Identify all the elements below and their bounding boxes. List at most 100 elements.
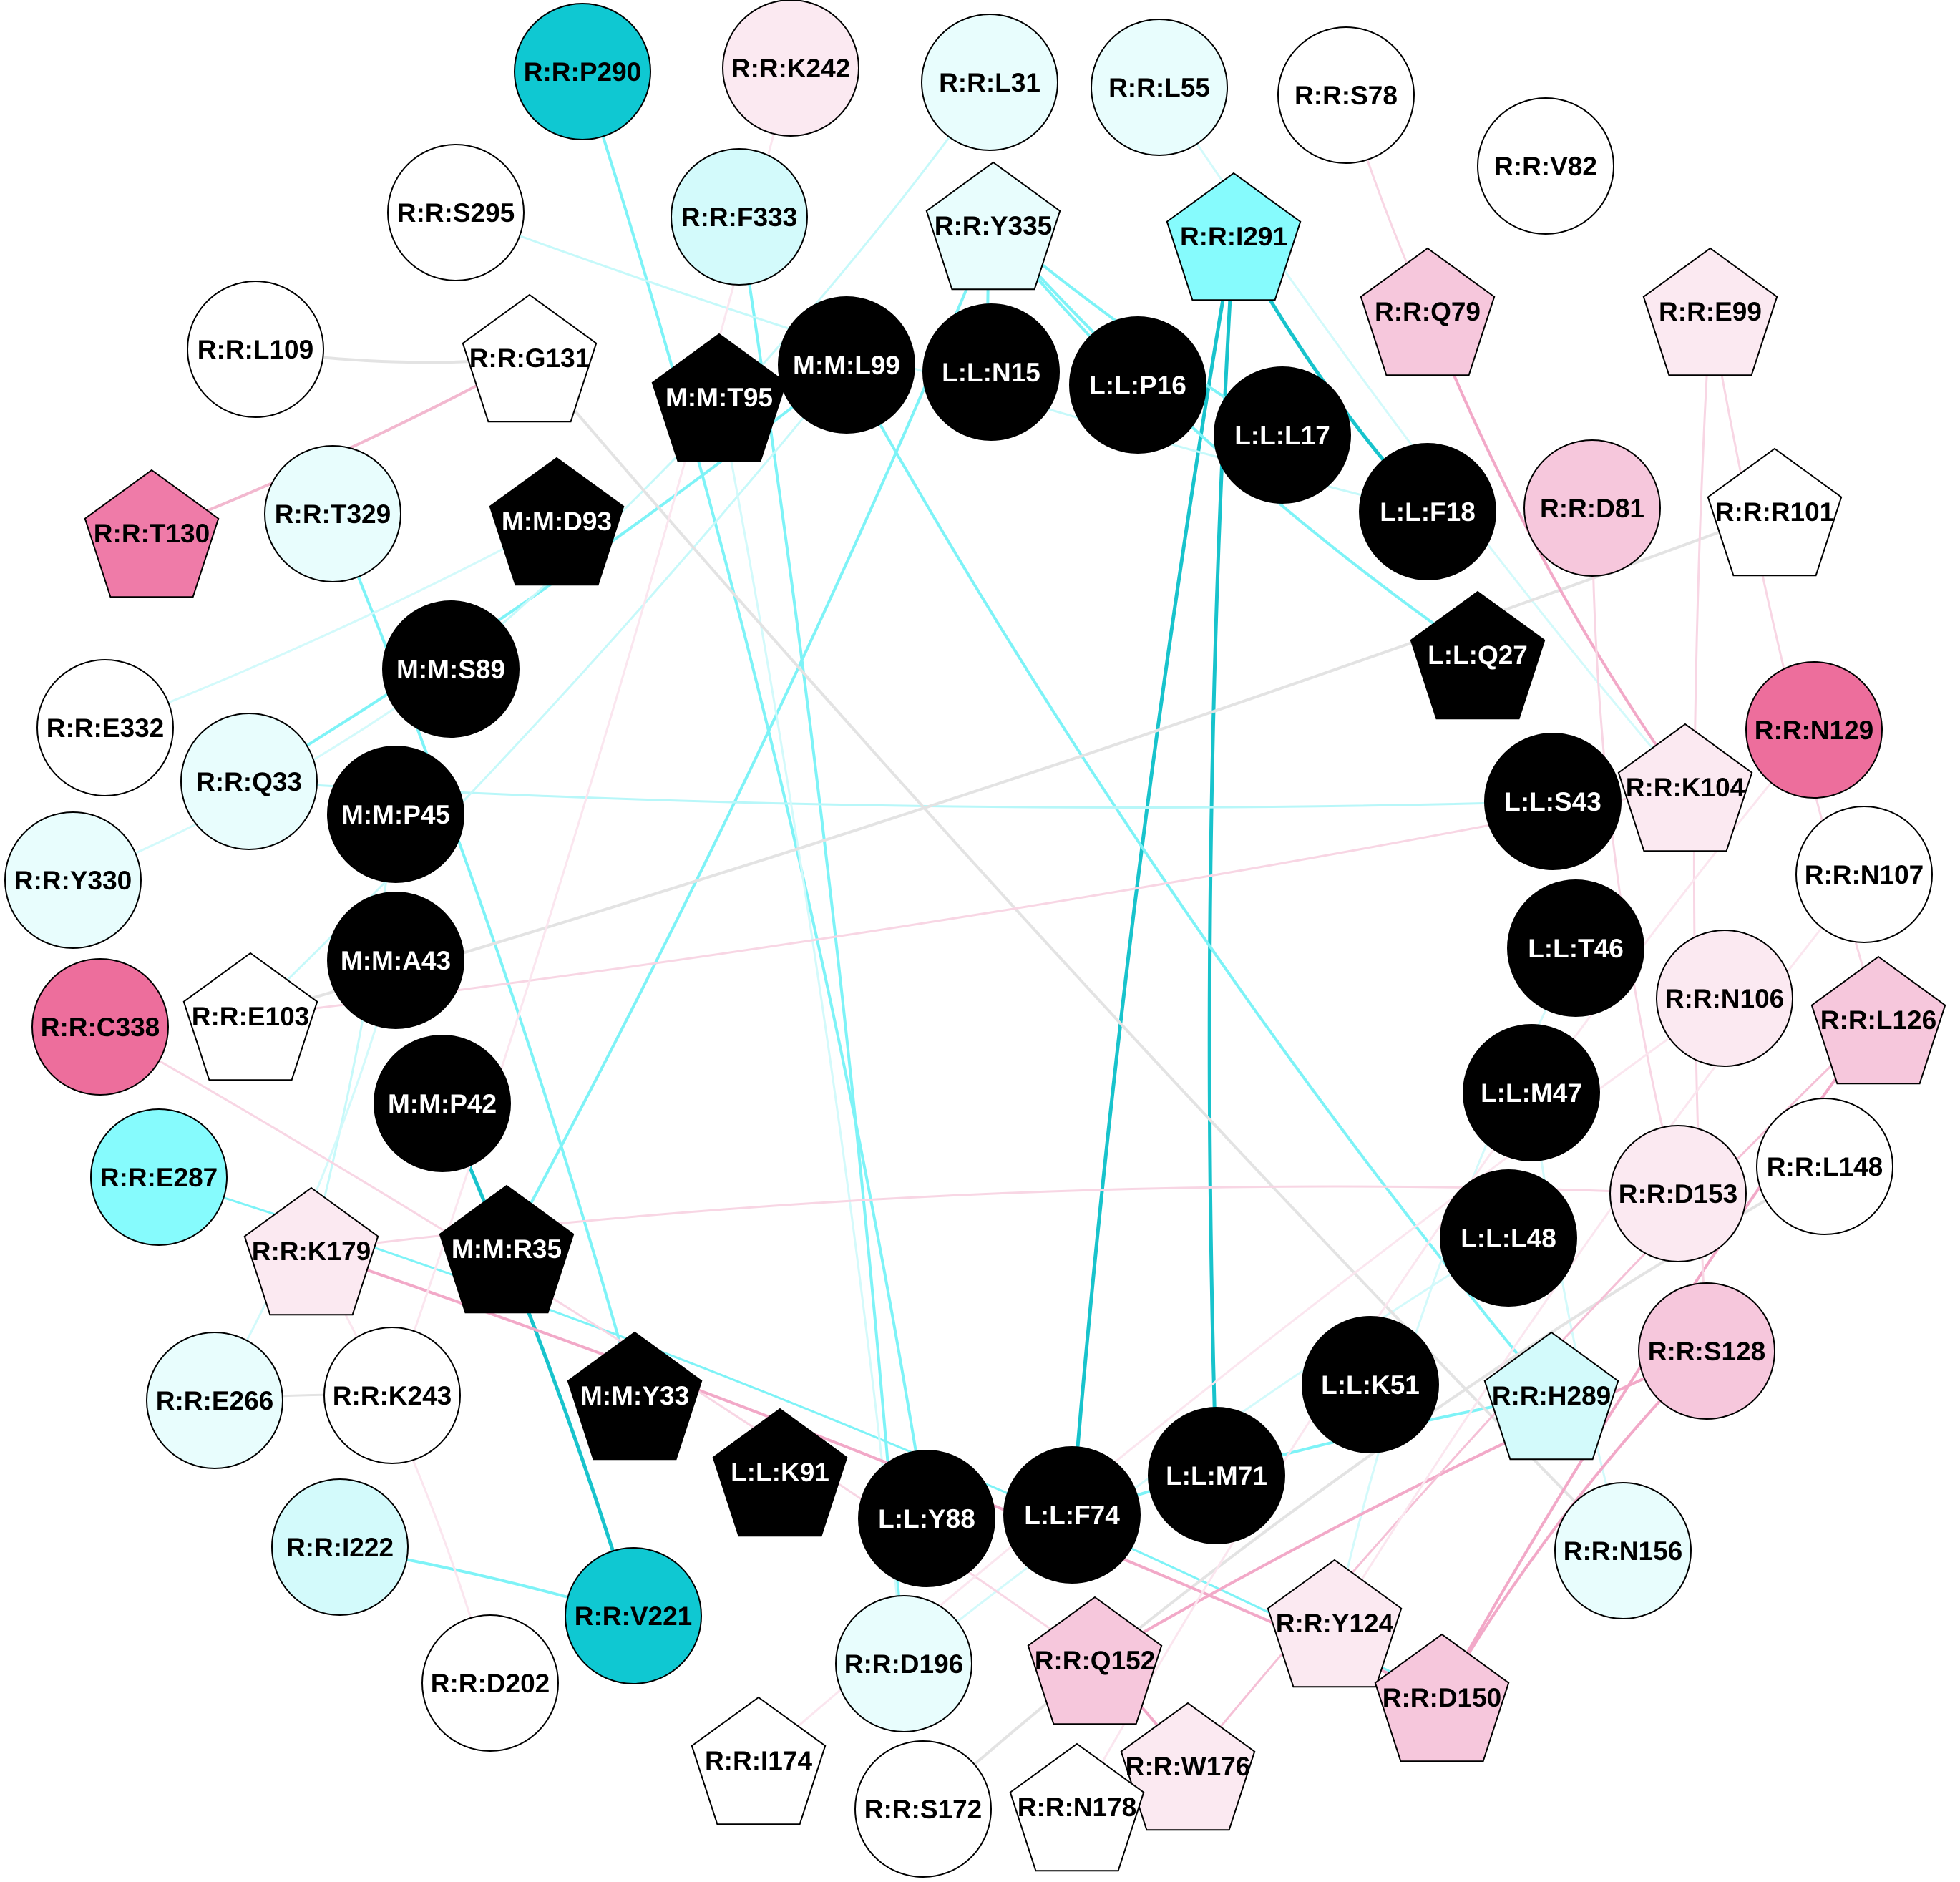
- node-r-r-i174[interactable]: R:R:I174: [691, 1696, 827, 1825]
- node-r-r-l55[interactable]: R:R:L55: [1091, 19, 1228, 156]
- node-label: R:R:T329: [275, 499, 391, 529]
- node-m-m-r35[interactable]: M:M:R35: [439, 1184, 575, 1314]
- node-l-l-m47[interactable]: L:L:M47: [1463, 1024, 1600, 1161]
- node-r-r-e99[interactable]: R:R:E99: [1642, 247, 1778, 376]
- node-r-r-c338[interactable]: R:R:C338: [31, 958, 169, 1096]
- node-label: R:R:Y124: [1276, 1609, 1394, 1638]
- node-shape-pentagon: [1374, 1633, 1510, 1762]
- node-shape-circle: [187, 281, 324, 418]
- node-r-r-v82[interactable]: R:R:V82: [1477, 97, 1614, 235]
- node-r-r-n106[interactable]: R:R:N106: [1656, 930, 1793, 1067]
- node-l-l-s43[interactable]: L:L:S43: [1484, 733, 1622, 870]
- node-shape-circle: [1359, 443, 1496, 580]
- node-m-m-y33[interactable]: M:M:Y33: [567, 1331, 703, 1461]
- node-r-r-w176[interactable]: R:R:W176: [1120, 1702, 1256, 1831]
- node-r-r-p290[interactable]: R:R:P290: [514, 3, 651, 140]
- node-shape-circle: [271, 1478, 409, 1616]
- node-label: L:L:K91: [731, 1458, 829, 1487]
- node-m-m-p42[interactable]: M:M:P42: [374, 1035, 511, 1172]
- node-l-l-f74[interactable]: L:L:F74: [1003, 1446, 1141, 1584]
- node-m-m-l99[interactable]: M:M:L99: [778, 296, 915, 434]
- node-l-l-f18[interactable]: L:L:F18: [1359, 443, 1496, 580]
- node-r-r-t329[interactable]: R:R:T329: [264, 445, 401, 582]
- node-r-r-k242[interactable]: R:R:K242: [722, 0, 859, 137]
- node-r-r-h289[interactable]: R:R:H289: [1483, 1331, 1619, 1461]
- node-l-l-t46[interactable]: L:L:T46: [1507, 879, 1644, 1017]
- node-m-m-p45[interactable]: M:M:P45: [327, 746, 464, 883]
- node-r-r-k179[interactable]: R:R:K179: [243, 1186, 379, 1316]
- node-r-r-q33[interactable]: R:R:Q33: [180, 713, 318, 850]
- node-r-r-s172[interactable]: R:R:S172: [854, 1740, 992, 1878]
- node-r-r-d150[interactable]: R:R:D150: [1374, 1633, 1510, 1762]
- node-l-l-y88[interactable]: L:L:Y88: [858, 1450, 995, 1587]
- node-r-r-y330[interactable]: R:R:Y330: [4, 811, 142, 949]
- node-l-l-p16[interactable]: L:L:P16: [1069, 316, 1206, 454]
- node-r-r-k104[interactable]: R:R:K104: [1617, 723, 1753, 852]
- node-r-r-d196[interactable]: R:R:D196: [835, 1595, 972, 1732]
- node-label: R:R:K104: [1626, 773, 1745, 802]
- edge-r-r-d81-r-r-d153: [1591, 507, 1679, 1195]
- node-shape-circle: [323, 1327, 461, 1464]
- node-m-m-t95[interactable]: M:M:T95: [651, 333, 787, 462]
- node-r-r-q152[interactable]: R:R:Q152: [1027, 1596, 1163, 1725]
- node-r-r-i222[interactable]: R:R:I222: [271, 1478, 409, 1616]
- node-r-r-l31[interactable]: R:R:L31: [921, 14, 1058, 151]
- node-r-r-e103[interactable]: R:R:E103: [182, 952, 318, 1081]
- node-r-r-l126[interactable]: R:R:L126: [1810, 955, 1946, 1085]
- node-shape-pentagon: [1027, 1596, 1163, 1725]
- node-shape-circle: [1523, 439, 1661, 577]
- edge-r-r-i291-l-l-f74: [1070, 234, 1236, 1517]
- node-r-r-q79[interactable]: R:R:Q79: [1360, 247, 1496, 376]
- node-label: R:R:P290: [524, 57, 642, 87]
- node-r-r-s128[interactable]: R:R:S128: [1638, 1282, 1775, 1420]
- node-r-r-s295[interactable]: R:R:S295: [387, 144, 525, 281]
- node-r-r-s78[interactable]: R:R:S78: [1277, 26, 1415, 164]
- node-r-r-d81[interactable]: R:R:D81: [1523, 439, 1661, 577]
- node-shape-pentagon: [1707, 447, 1843, 577]
- node-r-r-l109[interactable]: R:R:L109: [187, 281, 324, 418]
- node-r-r-r101[interactable]: R:R:R101: [1707, 447, 1843, 577]
- node-r-r-n156[interactable]: R:R:N156: [1554, 1482, 1692, 1619]
- node-m-m-d93[interactable]: M:M:D93: [489, 457, 625, 586]
- node-r-r-e332[interactable]: R:R:E332: [36, 659, 174, 796]
- node-label: R:R:Q33: [196, 767, 302, 796]
- node-r-r-e266[interactable]: R:R:E266: [146, 1332, 283, 1469]
- node-l-l-m71[interactable]: L:L:M71: [1148, 1407, 1285, 1544]
- node-r-r-g131[interactable]: R:R:G131: [462, 293, 598, 423]
- node-r-r-f333[interactable]: R:R:F333: [671, 148, 808, 286]
- node-r-r-e287[interactable]: R:R:E287: [90, 1108, 228, 1246]
- node-r-r-y124[interactable]: R:R:Y124: [1267, 1559, 1403, 1688]
- node-l-l-k91[interactable]: L:L:K91: [712, 1408, 848, 1537]
- node-r-r-d153[interactable]: R:R:D153: [1609, 1125, 1747, 1262]
- node-shape-pentagon: [1360, 247, 1496, 376]
- node-r-r-k243[interactable]: R:R:K243: [323, 1327, 461, 1464]
- node-shape-circle: [1609, 1125, 1747, 1262]
- node-r-r-t130[interactable]: R:R:T130: [84, 469, 220, 598]
- node-m-m-s89[interactable]: M:M:S89: [382, 600, 520, 738]
- node-r-r-n107[interactable]: R:R:N107: [1795, 806, 1933, 943]
- node-r-r-d202[interactable]: R:R:D202: [421, 1614, 559, 1752]
- node-l-l-k51[interactable]: L:L:K51: [1302, 1316, 1439, 1453]
- node-m-m-a43[interactable]: M:M:A43: [327, 892, 464, 1029]
- node-shape-circle: [374, 1035, 511, 1172]
- node-l-l-q27[interactable]: L:L:Q27: [1410, 590, 1546, 720]
- node-r-r-v221[interactable]: R:R:V221: [565, 1547, 702, 1684]
- node-shape-circle: [514, 3, 651, 140]
- node-label: R:R:K242: [731, 54, 851, 83]
- node-l-l-n15[interactable]: L:L:N15: [922, 303, 1060, 441]
- node-r-r-l148[interactable]: R:R:L148: [1756, 1098, 1893, 1235]
- edge-r-r-e332-m-m-d93: [104, 520, 558, 729]
- node-shape-pentagon: [489, 457, 625, 586]
- node-r-r-n129[interactable]: R:R:N129: [1745, 661, 1883, 799]
- node-r-r-i291[interactable]: R:R:I291: [1166, 172, 1302, 301]
- node-shape-pentagon: [439, 1184, 575, 1314]
- node-label: R:R:L126: [1820, 1005, 1936, 1035]
- node-label: R:R:K179: [252, 1237, 371, 1266]
- node-label: R:R:V221: [575, 1601, 693, 1631]
- node-r-r-y335[interactable]: R:R:Y335: [925, 161, 1061, 291]
- node-label: R:R:Y330: [14, 866, 132, 895]
- node-l-l-l17[interactable]: L:L:L17: [1214, 366, 1351, 504]
- node-shape-circle: [1214, 366, 1351, 504]
- node-r-r-n178[interactable]: R:R:N178: [1009, 1742, 1145, 1872]
- node-l-l-l48[interactable]: L:L:L48: [1440, 1169, 1577, 1307]
